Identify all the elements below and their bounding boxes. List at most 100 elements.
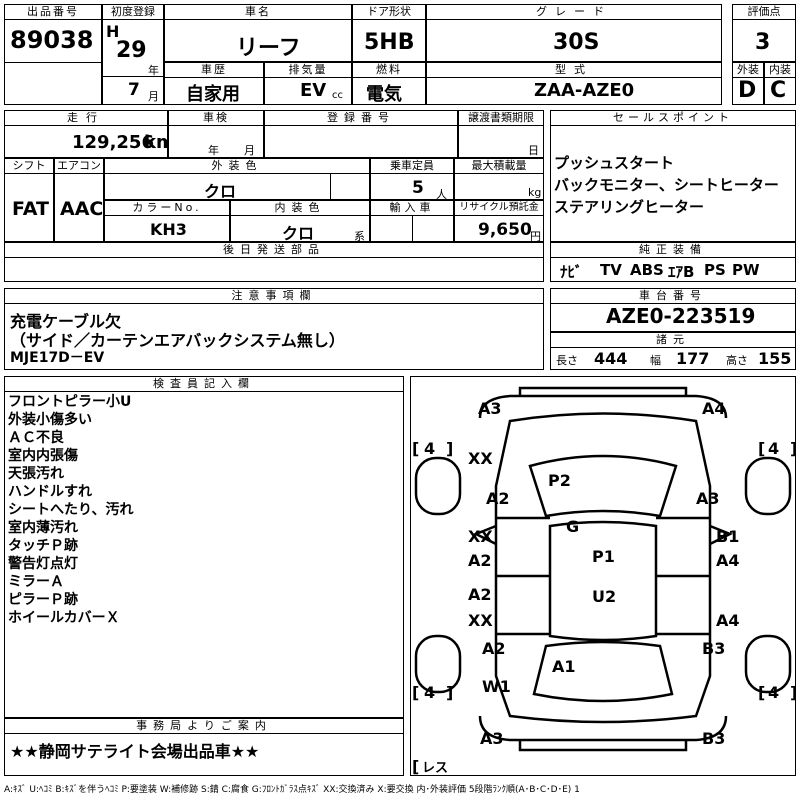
color-no: KH3 — [150, 220, 187, 239]
later-parts-label: 後日発送部品 — [4, 242, 544, 258]
legend: A:ｷｽﾞ U:ﾍｺﾐ B:ｷｽﾞを伴うﾍｺﾐ P:要塗装 W:補修跡 S:錆 … — [4, 785, 580, 795]
width: 177 — [676, 349, 710, 368]
damage-code: P1 — [592, 547, 615, 566]
damage-code: A4 — [716, 611, 740, 630]
damage-code: A4 — [716, 551, 740, 570]
inspector-note: シートへたり、汚れ — [8, 502, 134, 518]
displacement: EV — [300, 80, 327, 101]
rear-glass-outline — [532, 640, 674, 703]
tire-rear-right: 4 — [768, 683, 779, 702]
mileage: 129,256 — [72, 132, 154, 153]
wheel-front-right — [744, 456, 792, 516]
door-label: ドア形状 — [352, 4, 426, 20]
lot-divider — [4, 62, 102, 63]
inspector-note: ミラーＡ — [8, 574, 64, 590]
damage-code: A2 — [468, 551, 492, 570]
lot-label: 出品番号 — [4, 4, 102, 20]
reg-month: 7 — [128, 80, 140, 100]
displacement-unit: cc — [332, 90, 343, 101]
front-grille-outline — [518, 386, 688, 396]
color: クロ — [204, 182, 237, 201]
length: 444 — [594, 349, 628, 368]
int-color-label: 内装色 — [230, 200, 370, 216]
note-line: （サイド／カーテンエアバックシステム無し） — [10, 331, 345, 350]
note-line: 充電ケーブル欠 — [10, 312, 122, 331]
inspector-note: ピラーＰ跡 — [8, 592, 78, 608]
damage-code: B3 — [702, 639, 725, 658]
import-label: 輸入車 — [370, 200, 454, 216]
width-label: 幅 — [650, 354, 661, 367]
car-name: リーフ — [236, 36, 301, 61]
tire-bracket-fr: [ — [758, 439, 765, 458]
rear-bumper-outline — [478, 715, 728, 742]
damage-code: W1 — [482, 677, 511, 696]
damage-code: A3 — [480, 729, 504, 748]
wheel-rear-right — [744, 634, 792, 694]
sales-label: セールスポイント — [550, 110, 796, 126]
exterior-label: 外装 — [732, 62, 764, 78]
inspector-label: 検査員記入欄 — [4, 376, 404, 392]
displacement-label: 排気量 — [264, 62, 352, 78]
car-diagram-frame — [410, 376, 796, 776]
tire-bracket-rr-end: ] — [790, 683, 796, 702]
equipment-item: ｴｱB — [668, 263, 695, 281]
damage-code: XX — [468, 449, 493, 468]
tire-bracket-rr: [ — [758, 683, 765, 702]
left-door-lines — [496, 516, 550, 636]
office-label: 事務局よりご案内 — [4, 718, 404, 734]
note-line: MJE17D－EV — [10, 350, 105, 366]
inspector-note: 天張汚れ — [8, 466, 64, 482]
wheel-rear-left — [414, 634, 462, 694]
chassis-number: AZE0-223519 — [606, 304, 756, 328]
inspector-note: 室内薄汚れ — [8, 520, 78, 536]
equipment-item: PW — [732, 261, 760, 279]
equipment-label: 純正装備 — [550, 242, 796, 258]
spare-tire: レス — [422, 761, 448, 776]
lot-cell — [4, 4, 102, 105]
exterior-grade: D — [738, 78, 757, 103]
tire-front-right: 4 — [768, 439, 779, 458]
inspector-note: ハンドルすれ — [8, 484, 92, 500]
history: 自家用 — [186, 84, 240, 105]
load-unit: kg — [528, 186, 542, 199]
damage-code: XX — [468, 527, 493, 546]
recycle: 9,650 — [478, 220, 532, 240]
shift: FAT — [12, 198, 49, 220]
chassis-label: 車台番号 — [550, 288, 796, 304]
import-divider — [412, 215, 413, 242]
tire-bracket-rl: [ — [412, 683, 419, 702]
damage-code: A1 — [552, 657, 576, 676]
tire-bracket-fl: [ — [412, 439, 419, 458]
inspector-note: 警告灯点灯 — [8, 556, 78, 572]
office-note: ★★静岡サテライト会場出品車★★ — [10, 742, 260, 761]
sales-point: プッシュスタート — [554, 154, 675, 172]
damage-code: U2 — [592, 587, 616, 606]
reg-era: H — [106, 22, 120, 41]
right-door-lines — [656, 516, 710, 636]
inspection-label: 車検 — [168, 110, 264, 126]
damage-code: G — [566, 517, 579, 536]
height: 155 — [758, 349, 792, 368]
load-label: 最大積載量 — [454, 158, 544, 174]
tire-front-left: 4 — [424, 439, 435, 458]
damage-code: B1 — [716, 527, 739, 546]
front-bumper-outline — [478, 394, 728, 419]
equipment-item: PS — [704, 261, 726, 279]
sales-point: ステアリングヒーター — [554, 198, 705, 216]
transfer-day-unit: 日 — [528, 144, 539, 157]
damage-code: A2 — [486, 489, 510, 508]
wheel-front-left — [414, 456, 462, 516]
int-color: クロ — [282, 224, 315, 243]
damage-code: A3 — [696, 489, 720, 508]
inspector-note: フロントピラー小U — [8, 394, 132, 410]
history-label: 車歴 — [164, 62, 264, 78]
inspector-note: ＡＣ不良 — [8, 430, 64, 446]
roof-outline — [548, 520, 658, 642]
inspector-note: ホイールカバーＸ — [8, 610, 120, 626]
lot-number: 89038 — [10, 26, 94, 54]
reg-year: 29 — [116, 38, 147, 63]
equipment-item: TV — [600, 261, 622, 279]
recycle-unit: 円 — [530, 230, 541, 243]
grade-label: グレード — [426, 4, 722, 20]
spare-bracket: [ — [412, 757, 419, 776]
